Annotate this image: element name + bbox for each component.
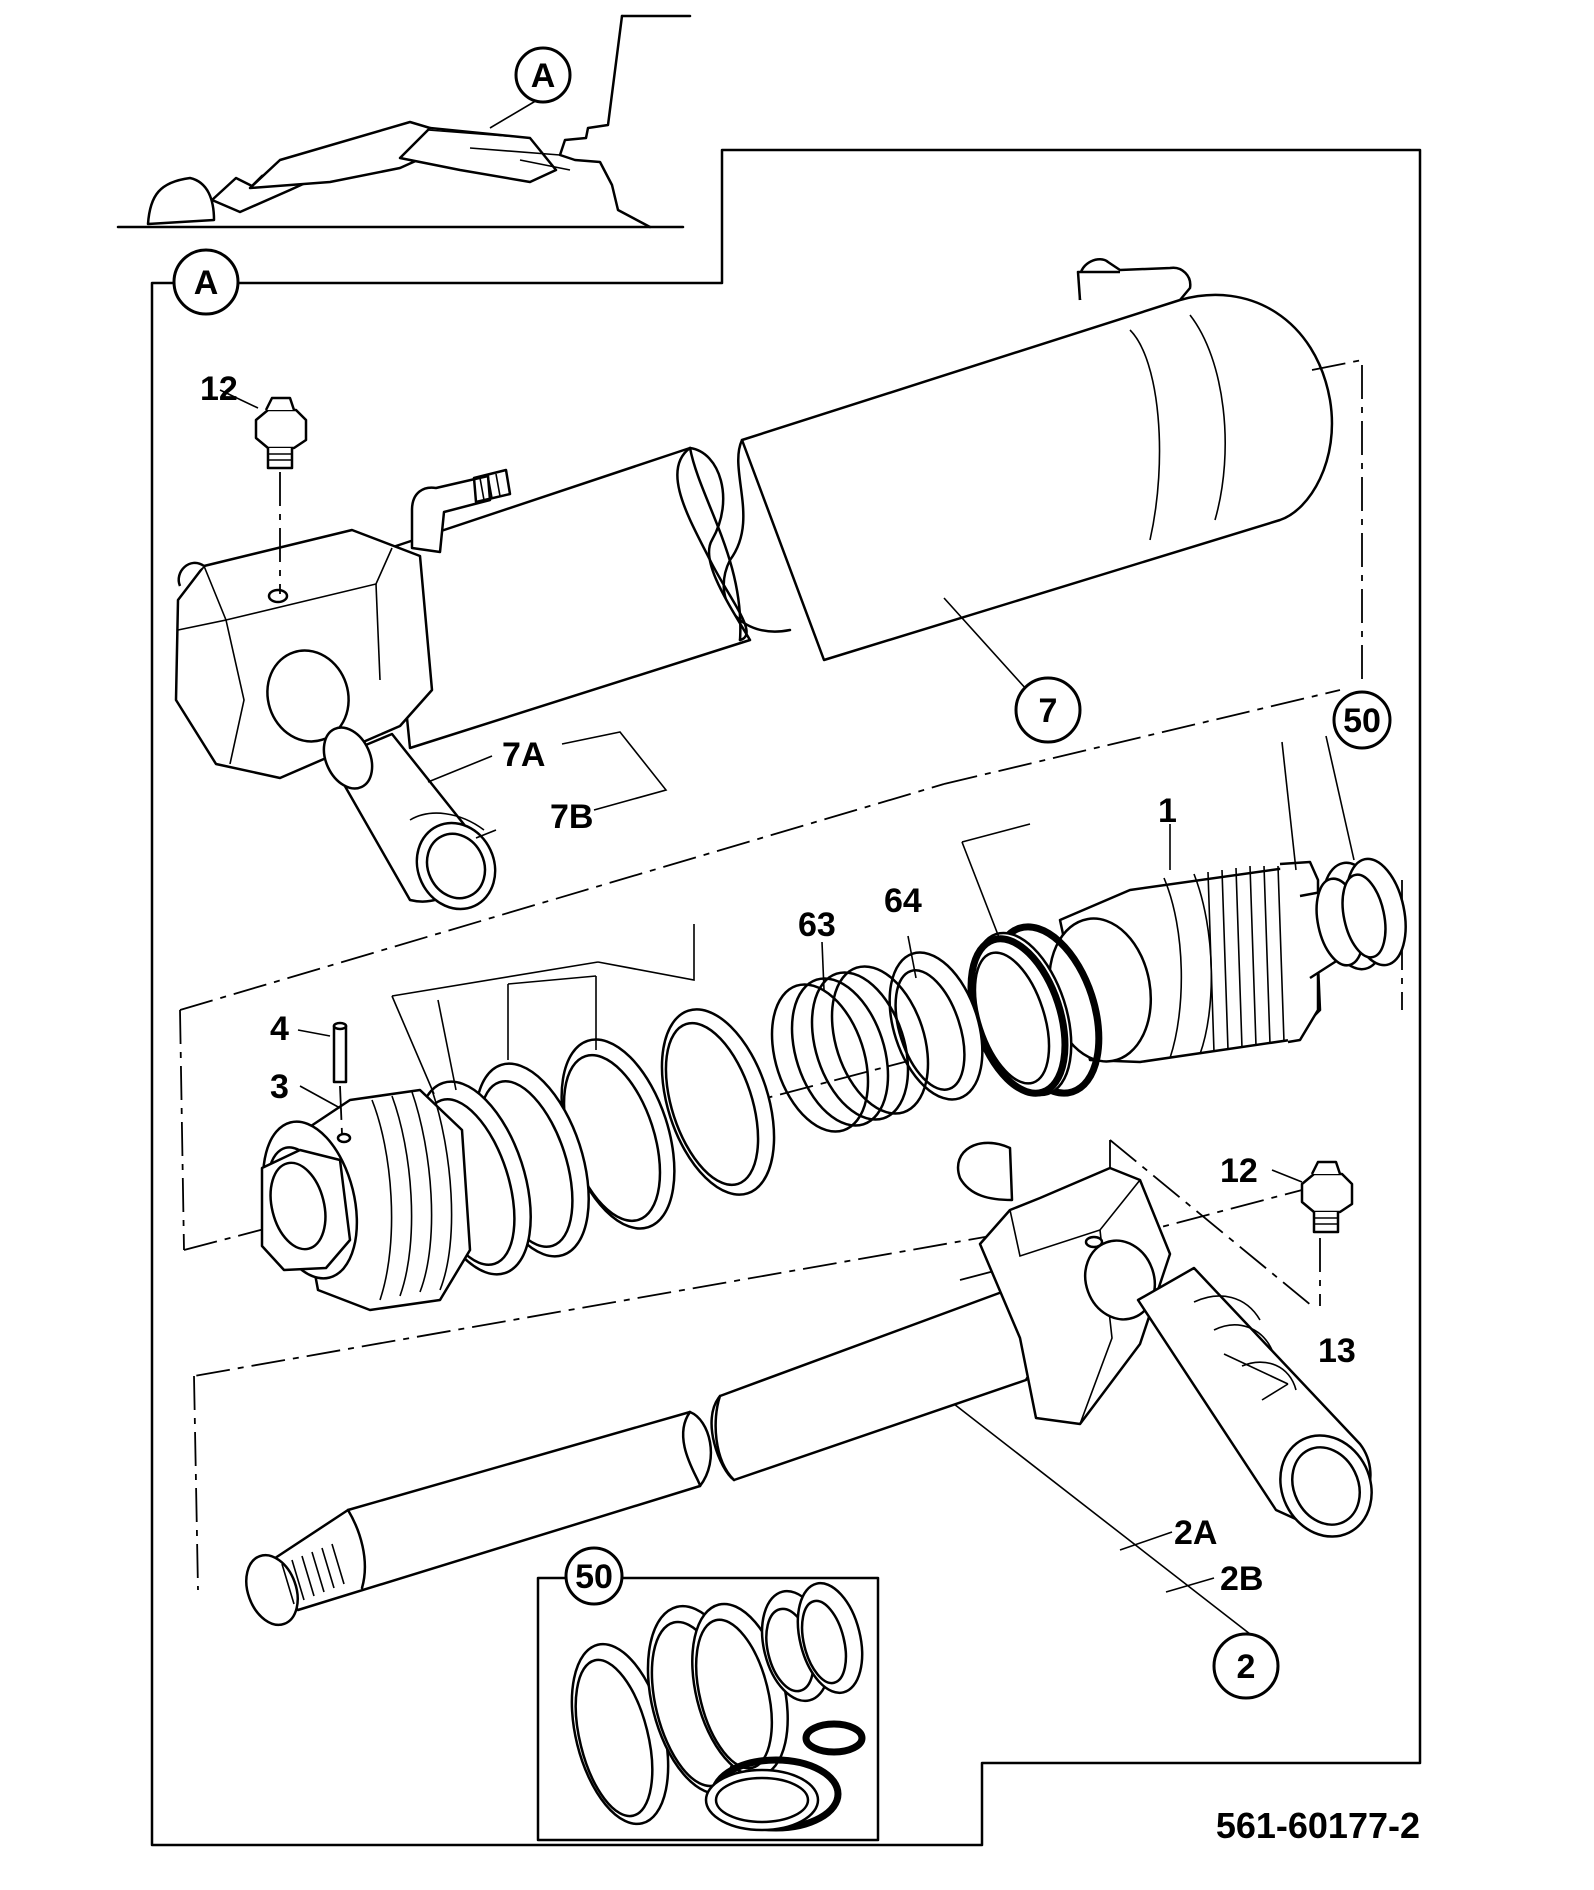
label-13: 13 bbox=[1318, 1332, 1356, 1370]
guide-ring bbox=[660, 1008, 776, 1196]
label-4: 4 bbox=[270, 1010, 289, 1048]
spring-63 bbox=[770, 965, 930, 1133]
label-7a: 7A bbox=[502, 736, 545, 774]
label-3: 3 bbox=[270, 1068, 289, 1106]
label-63: 63 bbox=[798, 906, 836, 944]
cylinder-head bbox=[260, 1088, 472, 1312]
grease-nipple-top bbox=[219, 389, 308, 594]
callout-50-top-label: 50 bbox=[1343, 702, 1381, 740]
leader-lines bbox=[391, 597, 1355, 1635]
view-marker-frame: A bbox=[172, 248, 240, 316]
pin-4 bbox=[297, 1021, 348, 1135]
callout-50-inset-label: 50 bbox=[575, 1558, 613, 1596]
label-12-lower: 12 bbox=[1220, 1152, 1258, 1190]
label-1: 1 bbox=[1158, 792, 1177, 830]
washer-64 bbox=[888, 951, 984, 1101]
view-marker-top-label: A bbox=[531, 57, 556, 95]
callout-7-label: 7 bbox=[1039, 692, 1058, 730]
callout-2-label: 2 bbox=[1237, 1648, 1256, 1686]
seal-kit-inset: 50 bbox=[536, 1546, 880, 1842]
piston-seal-rings bbox=[1315, 857, 1407, 971]
label-7b: 7B bbox=[550, 798, 593, 836]
label-2a: 2A bbox=[1174, 1514, 1217, 1552]
callout-2: 2 bbox=[1212, 1632, 1280, 1700]
label-64: 64 bbox=[884, 882, 922, 920]
cylinder-barrel bbox=[174, 258, 1334, 911]
machine-thumbnail bbox=[116, 14, 692, 229]
grease-nipple-lower bbox=[1271, 1160, 1354, 1234]
piston bbox=[1047, 860, 1340, 1064]
diagram-frame bbox=[150, 148, 1422, 1847]
view-marker-top: A bbox=[489, 46, 572, 129]
label-12-top: 12 bbox=[200, 370, 238, 408]
callout-7: 7 bbox=[1014, 676, 1082, 744]
callout-50-top: 50 bbox=[1332, 690, 1392, 750]
piston-rod bbox=[245, 1141, 1373, 1627]
drawing-number: 561-60177-2 bbox=[1216, 1805, 1420, 1846]
label-2b: 2B bbox=[1220, 1560, 1263, 1598]
view-marker-frame-label: A bbox=[194, 264, 219, 302]
